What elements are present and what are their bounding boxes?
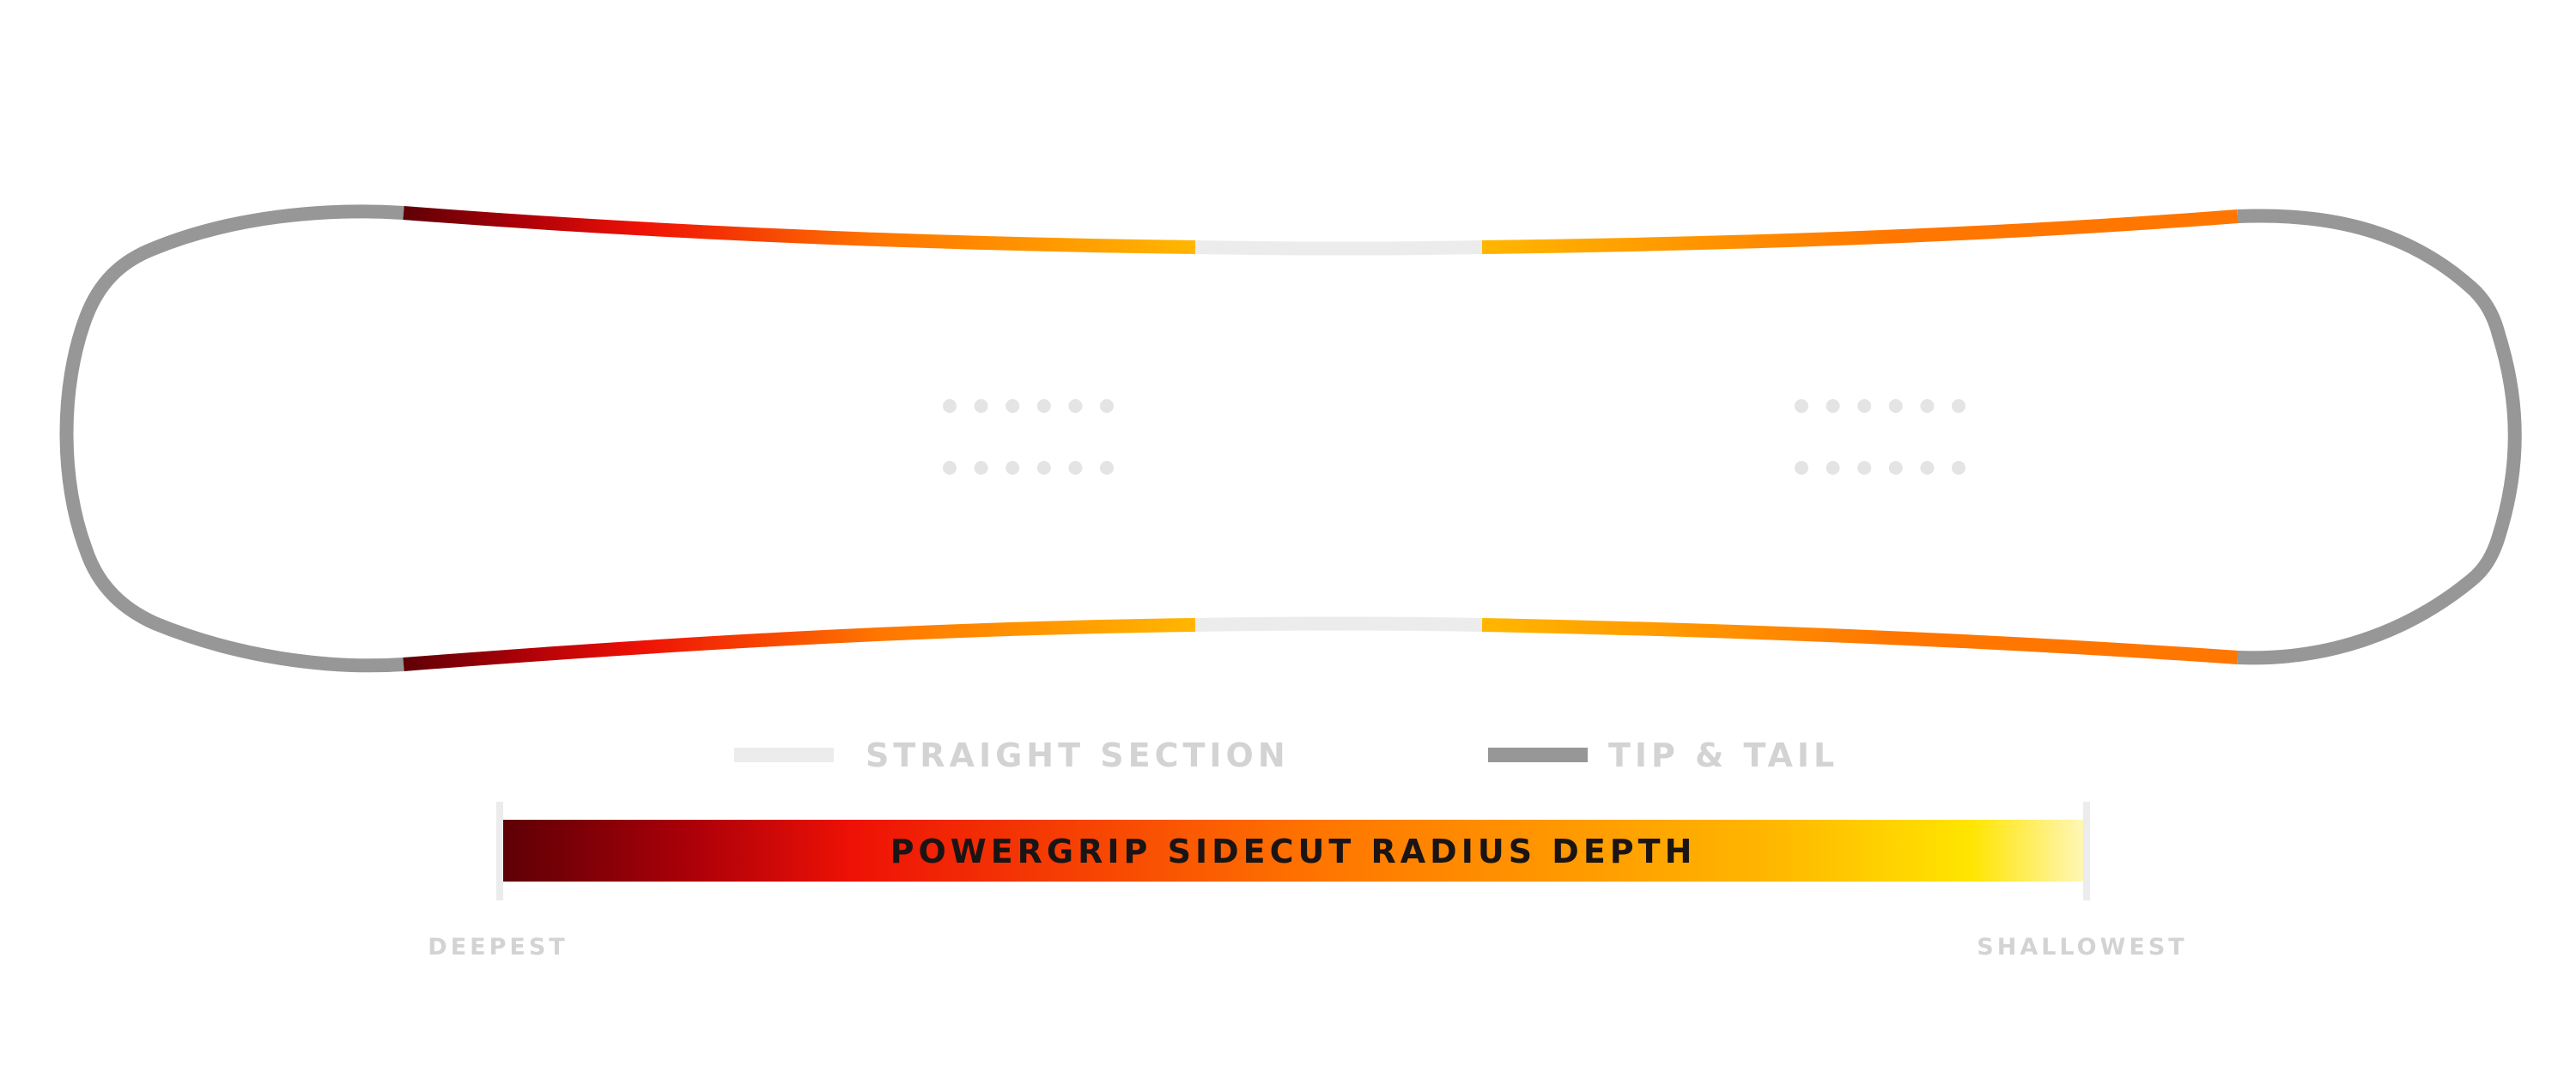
straight-section-swatch xyxy=(734,748,834,762)
rear-insert-dot xyxy=(1795,399,1808,413)
deepest-label: DEEPEST xyxy=(428,934,568,961)
legend: STRAIGHT SECTION TIP & TAIL xyxy=(734,736,1838,774)
rear-insert-dot xyxy=(1920,461,1935,475)
front-insert-dot xyxy=(1036,461,1051,475)
top-edge-left-sidecut xyxy=(403,206,1196,254)
rear-insert-dot xyxy=(1857,461,1872,475)
front-insert-dot xyxy=(1005,399,1020,413)
rear-insert-dot xyxy=(1795,461,1808,475)
rear-insert-dot xyxy=(1952,399,1965,413)
nose-tip-edge xyxy=(59,204,404,673)
front-insert-dot xyxy=(974,461,988,475)
rear-insert-dot xyxy=(1952,461,1965,475)
binding-inserts xyxy=(943,399,1965,475)
rear-insert-dot xyxy=(1826,399,1840,413)
shallowest-label: SHALLOWEST xyxy=(1977,934,2187,961)
front-insert-dot xyxy=(943,461,957,475)
front-insert-dot xyxy=(1100,461,1114,475)
shallowest-end-tick xyxy=(2083,802,2090,900)
rear-insert-dot xyxy=(1888,399,1903,413)
scale-title: POWERGRIP SIDECUT RADIUS DEPTH xyxy=(890,833,1697,870)
front-insert-dot xyxy=(1068,461,1083,475)
straight-section-label: STRAIGHT SECTION xyxy=(866,736,1290,774)
front-insert-dot xyxy=(1068,399,1083,413)
rear-insert-dot xyxy=(1826,461,1840,475)
bottom-edge-right-sidecut xyxy=(1481,618,2239,664)
snowboard-outline xyxy=(59,204,2522,673)
sidecut-depth-scale: POWERGRIP SIDECUT RADIUS DEPTH DEEPEST S… xyxy=(428,802,2187,961)
depth-gradient-bar xyxy=(503,820,2083,882)
front-insert-dot xyxy=(974,399,988,413)
front-insert-dot xyxy=(1100,399,1114,413)
rear-insert-dot xyxy=(1888,461,1903,475)
bottom-edge-left-sidecut xyxy=(403,618,1196,671)
front-insert-dot xyxy=(1005,461,1020,475)
front-insert-dot xyxy=(1036,399,1051,413)
tail-tip-edge xyxy=(2237,209,2522,665)
rear-insert-dot xyxy=(1920,399,1935,413)
tip-tail-swatch xyxy=(1488,748,1588,762)
tip-tail-label: TIP & TAIL xyxy=(1608,736,1838,774)
top-edge-right-sidecut xyxy=(1481,209,2239,254)
rear-insert-dot xyxy=(1857,399,1872,413)
bottom-straight-section xyxy=(1194,616,1483,632)
top-straight-section xyxy=(1194,240,1483,256)
front-insert-dot xyxy=(943,399,957,413)
deepest-end-tick xyxy=(496,802,503,900)
